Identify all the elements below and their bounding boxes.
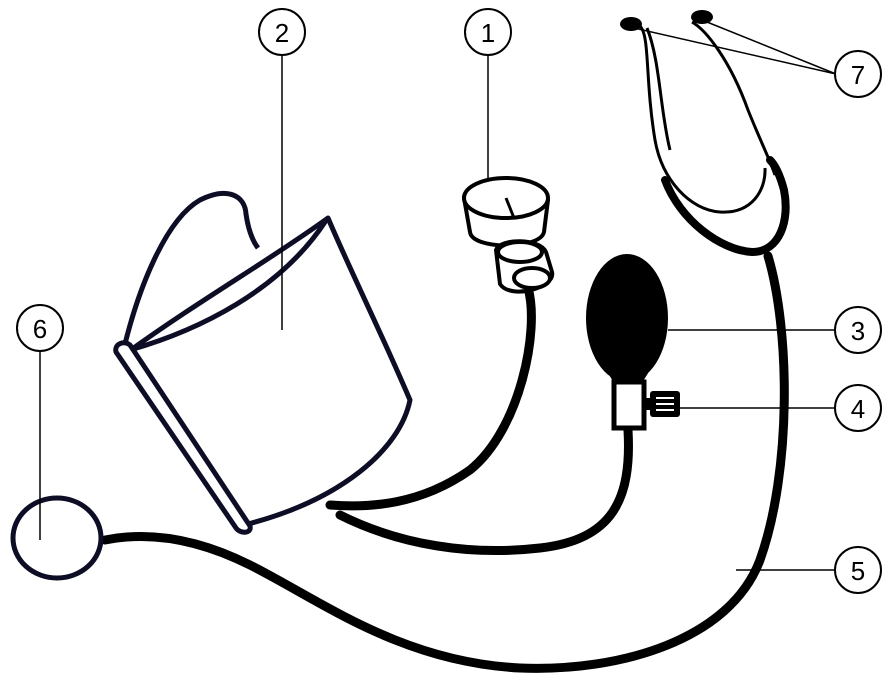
callout-4-number: 4 — [851, 394, 865, 424]
callout-2: 2 — [258, 8, 306, 56]
valve-stem — [643, 398, 651, 410]
leader-line-7a — [633, 27, 837, 75]
callout-7: 7 — [834, 50, 882, 98]
callout-7-number: 7 — [851, 60, 865, 90]
release-valve — [611, 379, 680, 431]
manometer-needle — [504, 197, 516, 219]
ear-tube-left-inner — [645, 27, 672, 151]
cuff — [113, 190, 413, 535]
earpiece-left — [620, 17, 642, 31]
callout-5-number: 5 — [851, 556, 865, 586]
callout-1: 1 — [464, 8, 512, 56]
manometer-outlet — [512, 266, 552, 290]
leader-line-7b — [701, 19, 837, 75]
manometer-tube — [325, 283, 536, 511]
callout-4: 4 — [834, 384, 882, 432]
earpiece-right — [691, 10, 713, 24]
cuff-edge-strip — [113, 340, 253, 535]
callout-6: 6 — [16, 304, 64, 352]
ear-tube-left — [638, 24, 767, 214]
manometer-nut — [496, 240, 544, 264]
valve-body — [611, 379, 647, 431]
stethoscope-tube — [100, 251, 789, 673]
stethoscope-binaural — [620, 10, 790, 257]
cuff-rim — [127, 219, 328, 353]
callout-3-number: 3 — [851, 316, 865, 346]
callout-5: 5 — [834, 546, 882, 594]
callout-2-number: 2 — [275, 18, 289, 48]
callout-3: 3 — [834, 306, 882, 354]
callout-6-number: 6 — [33, 314, 47, 344]
binaural-spring — [661, 156, 790, 257]
manometer — [461, 176, 555, 294]
callout-1-number: 1 — [481, 18, 495, 48]
bulb-body — [586, 254, 668, 382]
bulb-tube — [335, 425, 633, 556]
cuff-back-flap — [121, 190, 261, 349]
chest-piece — [10, 495, 104, 581]
inflation-bulb — [586, 254, 668, 386]
